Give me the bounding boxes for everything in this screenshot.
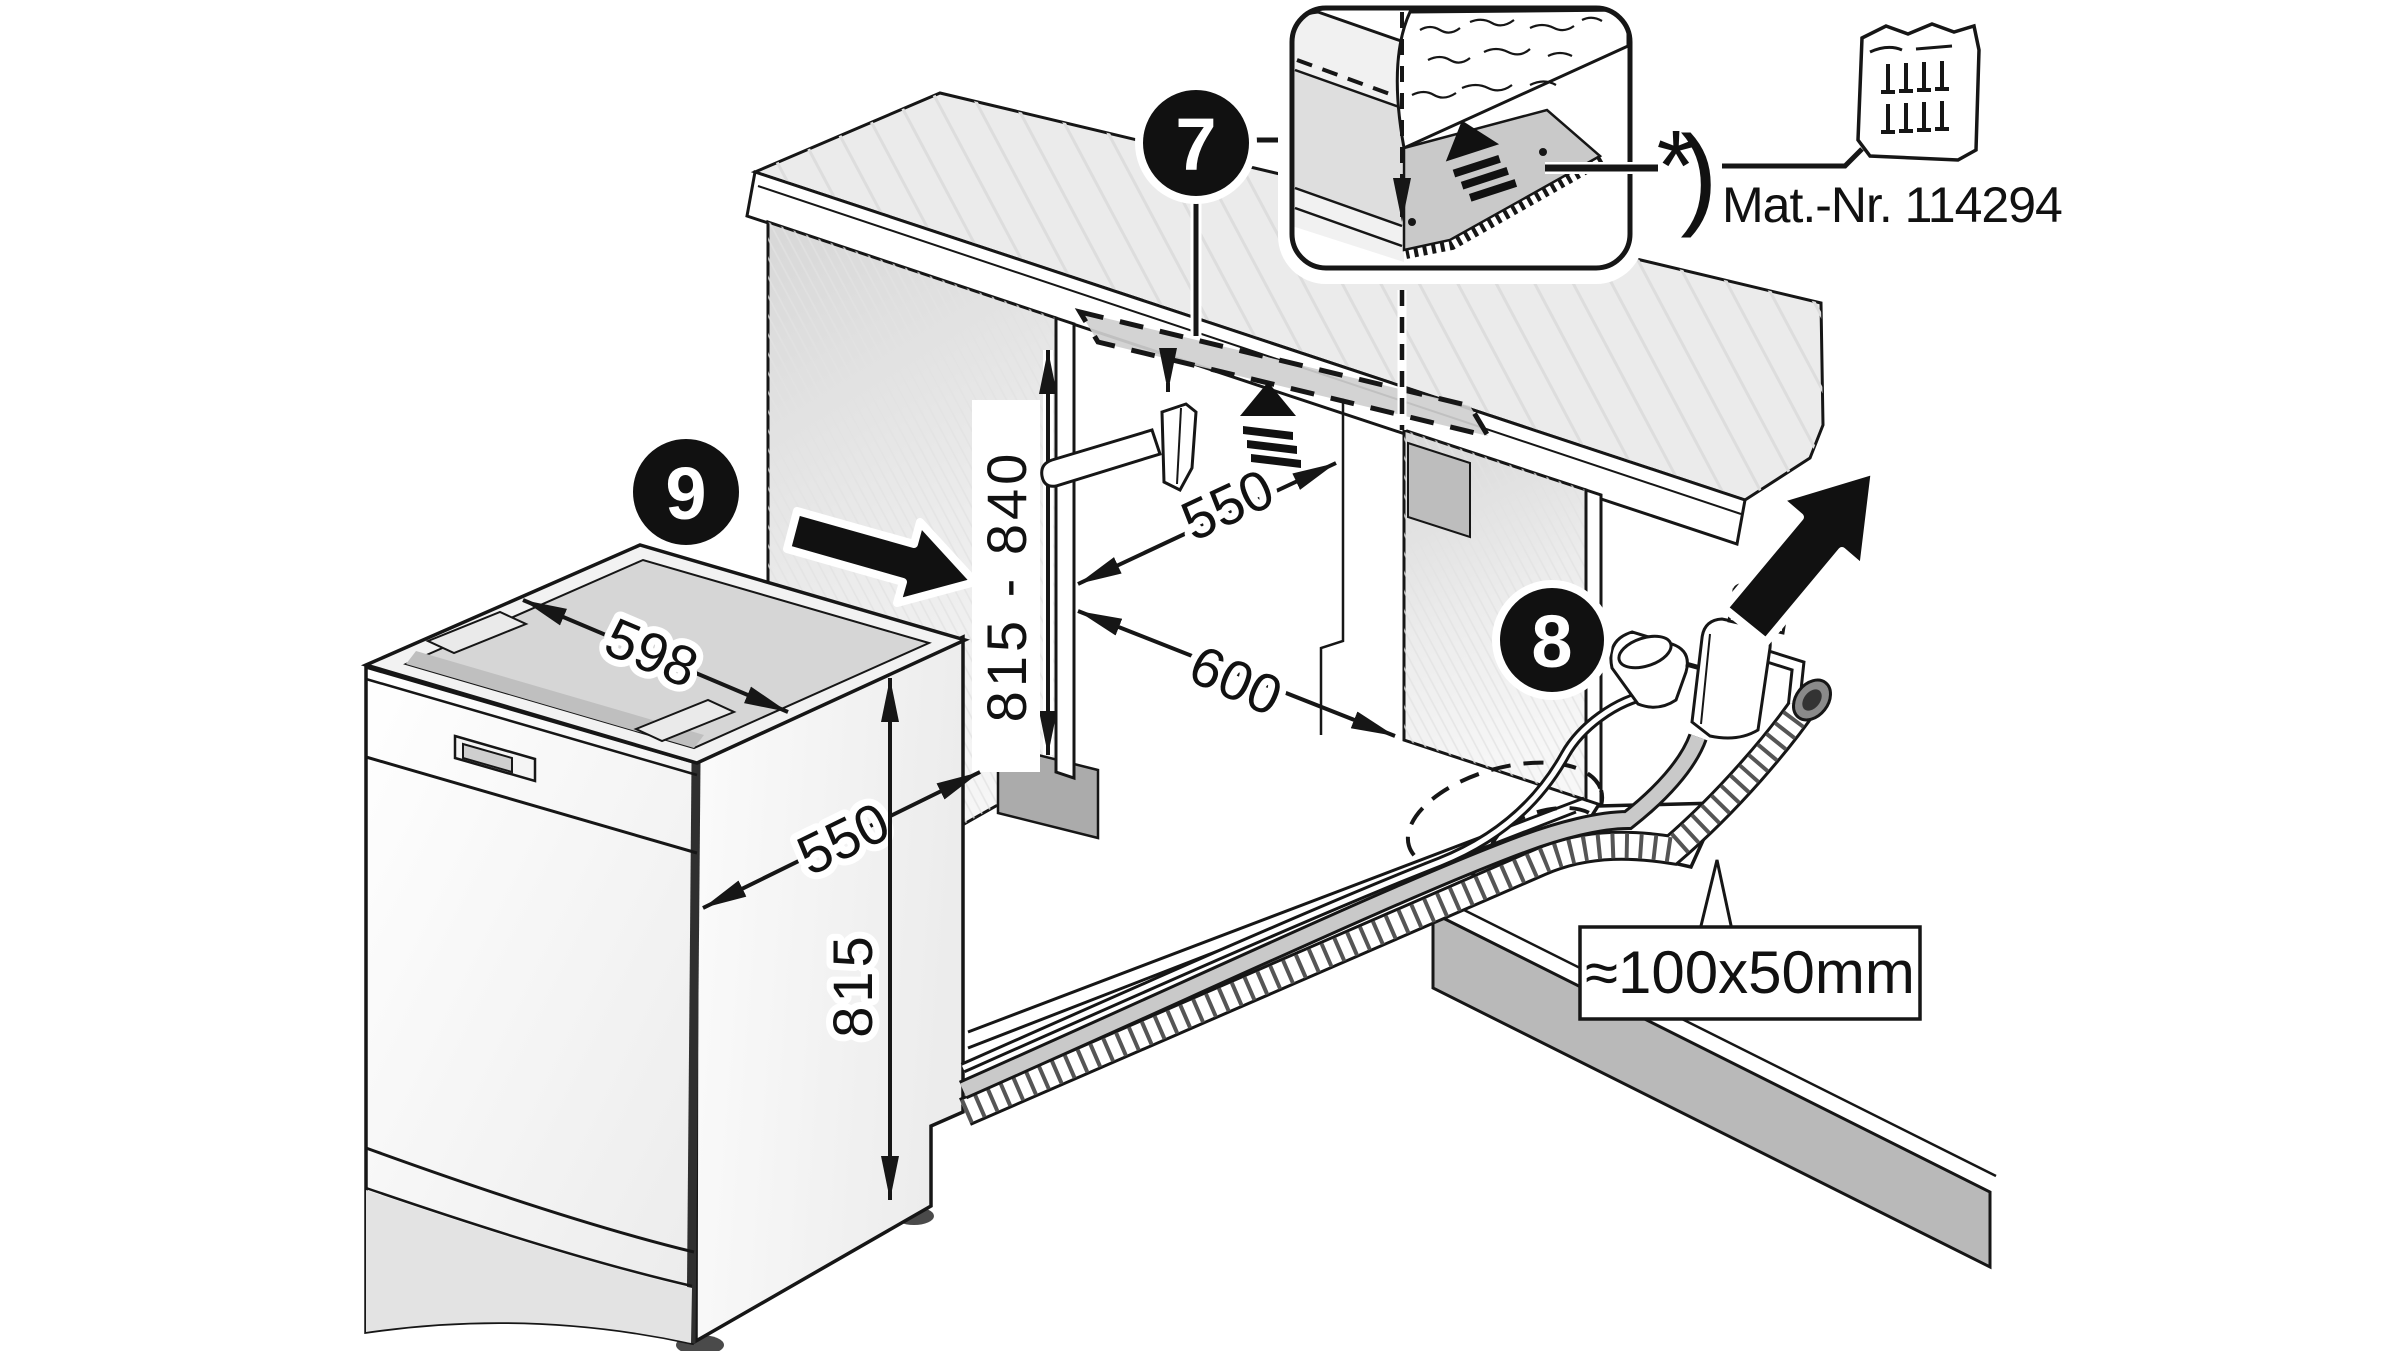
power-plug-icon xyxy=(1609,630,1705,709)
right-wall-rail xyxy=(1407,441,1471,539)
wood-grain-texture xyxy=(1411,16,1603,99)
cutout-size-label: ≈100x50mm xyxy=(1585,939,1915,1006)
door-handle-recess xyxy=(462,742,513,774)
push-in-arrow-icon xyxy=(783,507,979,607)
kick-panel xyxy=(366,1190,692,1343)
inset-strip-arrow-icon xyxy=(1445,120,1518,202)
power-cord xyxy=(961,691,1653,1071)
connection-hoses xyxy=(958,582,1833,1126)
footnote-star: * xyxy=(1657,110,1696,222)
material-footnote: * ) Mat.-Nr. 114294 xyxy=(1657,22,2063,238)
countertop-hatch xyxy=(755,93,1823,500)
step-9-number: 9 xyxy=(665,452,706,535)
step-8-badge: 8 xyxy=(1492,580,1612,700)
footnote-leader xyxy=(1722,147,1864,169)
step-9-badge: 9 xyxy=(625,431,979,607)
footnote-paren: ) xyxy=(1680,113,1717,238)
niche-height-label-bg xyxy=(972,400,1040,772)
door-side-gap xyxy=(686,762,701,1344)
left-wall-front-edge xyxy=(1054,315,1076,781)
step-8-number: 8 xyxy=(1531,600,1572,683)
niche-height-dimension: 815 - 840 xyxy=(975,450,1038,723)
inset-strip-hatched-edge xyxy=(1405,155,1605,259)
drain-hose xyxy=(960,694,1817,1124)
inset-drill-line xyxy=(1296,58,1399,99)
material-number-label: Mat.-Nr. 114294 xyxy=(1722,177,2062,233)
niche-width-dimension: 600 xyxy=(1180,633,1291,729)
inset-counter-front-face xyxy=(1295,70,1402,226)
protective-strip-marking xyxy=(1074,290,1494,468)
cutout-size-callout: ≈100x50mm xyxy=(1578,859,1922,1021)
hammer-icon xyxy=(1040,402,1198,492)
inlet-hose xyxy=(960,734,1705,1097)
inset-border xyxy=(1289,5,1633,271)
countertop-edge-detail-inset xyxy=(1278,0,1658,284)
screw-packet-icon xyxy=(1856,22,1981,162)
step-7-number: 7 xyxy=(1175,103,1216,186)
strip-arrow-icon xyxy=(1240,382,1301,468)
appliance-height-dimension: 815 xyxy=(821,932,884,1037)
nails xyxy=(1881,61,1949,134)
base-plinth-strip xyxy=(1431,910,1992,1270)
countertop-lift-arrow-icon xyxy=(1720,466,1879,646)
step-7-badge: 7 xyxy=(1135,82,1292,336)
